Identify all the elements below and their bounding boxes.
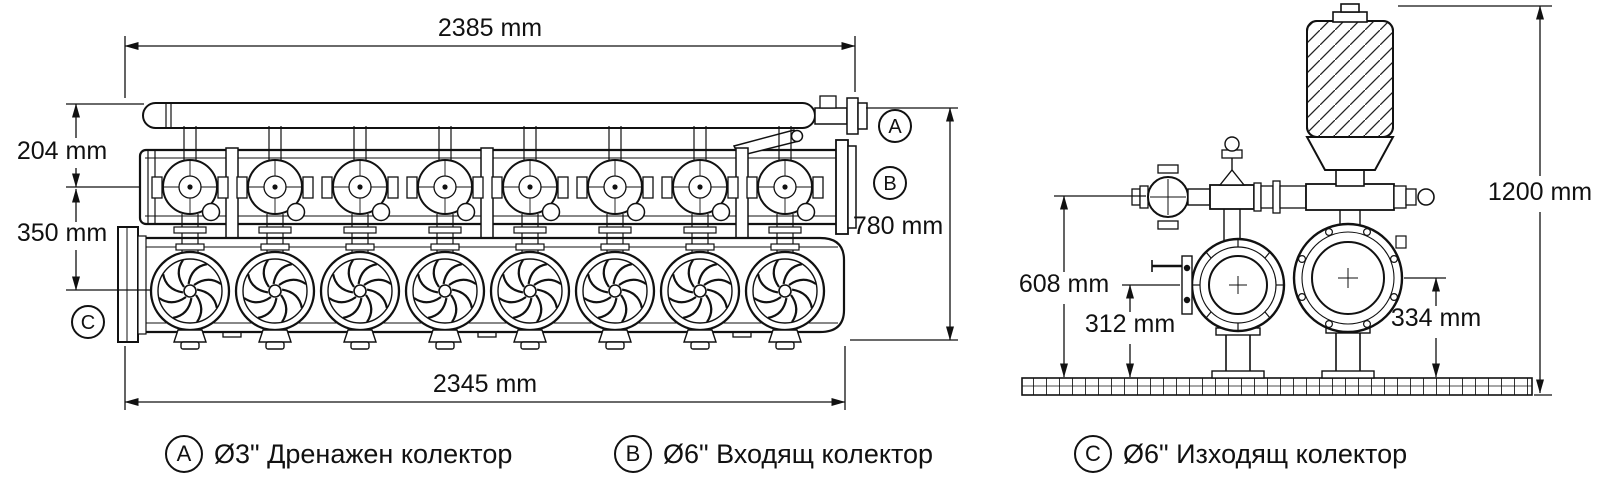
- valve-body: [1209, 184, 1255, 210]
- legend-item-b: B Ø6" Входящ колектор: [614, 435, 933, 473]
- legend-letter-a: A: [177, 441, 192, 466]
- legend-label-c: Ø6" Изходящ колектор: [1123, 439, 1407, 469]
- dimensions-front: 2385 mm 204 mm 350 mm 780 mm 2345 mm: [17, 14, 958, 410]
- dim-right-collector: 334 mm: [1391, 304, 1481, 332]
- valve-down-pipe: [1223, 206, 1241, 242]
- front-view: A B C 2385 mm 204 mm 350 mm: [17, 14, 958, 410]
- callout-c: C: [71, 305, 105, 339]
- base-frame: [1021, 377, 1533, 396]
- dim-manifold-spacing: 350 mm: [17, 219, 107, 247]
- dim-top-width: 2385 mm: [438, 14, 542, 42]
- legend-item-a: A Ø3" Дренажен колектор: [165, 435, 512, 473]
- legend-letter-c: C: [1085, 441, 1101, 466]
- callout-a-letter: A: [888, 116, 902, 138]
- dimensions-side: 1200 mm 608 mm 312 mm 334 mm: [1019, 5, 1592, 396]
- legend: A Ø3" Дренажен колектор B Ø6" Входящ кол…: [165, 435, 1407, 473]
- dim-valve-axis: 608 mm: [1019, 270, 1109, 298]
- support-legs: [1211, 325, 1375, 379]
- drain-manifold: [142, 95, 868, 135]
- inlet-collector-circle: [1292, 222, 1407, 334]
- collector-bracket: [1151, 255, 1193, 315]
- dim-front-height: 780 mm: [853, 212, 943, 240]
- valve-knob: [1417, 188, 1435, 206]
- callout-a: A: [878, 109, 912, 143]
- side-view: 1200 mm 608 mm 312 mm 334 mm: [1019, 3, 1592, 396]
- callout-c-letter: C: [81, 312, 95, 334]
- callout-b: B: [873, 166, 907, 200]
- dim-side-height: 1200 mm: [1488, 178, 1592, 206]
- dim-drain-offset: 204 mm: [17, 137, 107, 165]
- dim-bottom-width: 2345 mm: [433, 370, 537, 398]
- legend-label-a: Ø3" Дренажен колектор: [214, 439, 512, 469]
- pilot-valve: [1224, 136, 1240, 152]
- control-valve-assembly: [1131, 136, 1435, 230]
- callout-b-letter: B: [883, 173, 896, 195]
- legend-letter-b: B: [626, 441, 641, 466]
- legend-item-c: C Ø6" Изходящ колектор: [1074, 435, 1407, 473]
- outlet-collector-circle: [1151, 237, 1286, 333]
- legend-label-b: Ø6" Входящ колектор: [663, 439, 933, 469]
- dim-left-collector: 312 mm: [1085, 310, 1175, 338]
- filter-cylinder: [1305, 3, 1395, 187]
